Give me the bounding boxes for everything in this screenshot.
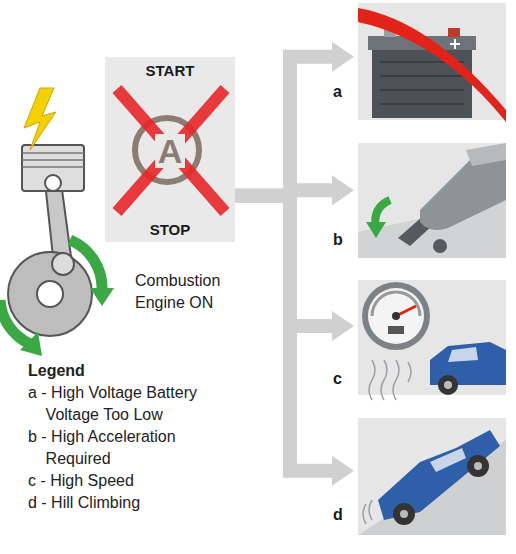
button-text: A bbox=[155, 134, 186, 168]
button-text: START bbox=[146, 63, 195, 80]
arrow-shaft bbox=[233, 196, 333, 471]
illustration-panel: c bbox=[358, 280, 506, 395]
legend-item: a - High Voltage Battery Voltage Too Low bbox=[28, 382, 238, 426]
piston-crank-illustration bbox=[0, 88, 114, 356]
panel-ground bbox=[358, 280, 506, 395]
illustration-panel: b bbox=[358, 143, 506, 258]
legend-item: c - High Speed bbox=[28, 470, 238, 492]
branch-arrow bbox=[233, 42, 354, 196]
legend: Legenda - High Voltage Battery Voltage T… bbox=[28, 360, 238, 514]
panel-letter: c bbox=[333, 370, 342, 388]
arrow-head bbox=[332, 42, 354, 72]
button-text: STOP bbox=[150, 222, 191, 239]
legend-item: d - Hill Climbing bbox=[28, 492, 238, 514]
illustration-panel: d bbox=[358, 418, 506, 535]
panel-ground bbox=[358, 143, 506, 258]
start-stop-box: START A STOP bbox=[105, 57, 235, 242]
arrow-head bbox=[332, 311, 354, 341]
cross-stroke bbox=[117, 89, 225, 212]
panel-letter: b bbox=[333, 231, 343, 249]
speed-icon bbox=[362, 282, 506, 400]
battery-icon bbox=[358, 8, 506, 122]
legend-heading: Legend bbox=[28, 360, 238, 382]
panel-letter: a bbox=[333, 83, 342, 101]
panel-letter: d bbox=[333, 506, 343, 524]
hill-icon bbox=[358, 430, 506, 535]
arrow-head bbox=[332, 456, 354, 486]
panel-ground bbox=[358, 418, 506, 535]
pedal-icon bbox=[358, 143, 506, 258]
branch-arrow bbox=[233, 196, 354, 486]
arrow-head bbox=[332, 175, 354, 205]
cross-stroke bbox=[117, 89, 225, 212]
illustration-panel: a bbox=[358, 3, 506, 120]
arrow-shaft bbox=[233, 57, 333, 196]
state-label: Combustion Engine ON bbox=[135, 270, 253, 314]
legend-item: b - High Acceleration Required bbox=[28, 426, 238, 470]
